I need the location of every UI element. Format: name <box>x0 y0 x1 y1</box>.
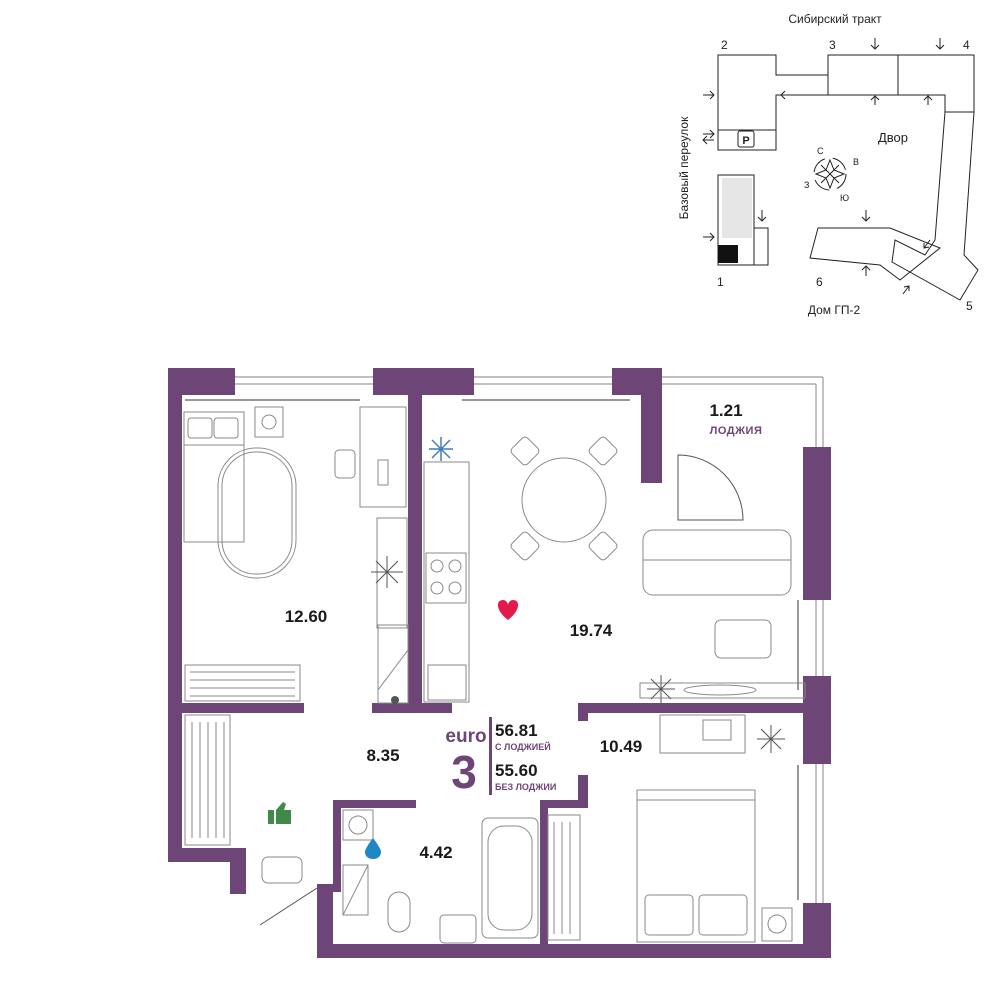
badge-divider <box>489 717 492 795</box>
section-number-4: 4 <box>963 38 970 52</box>
radiator <box>184 664 301 702</box>
coffee-table <box>714 619 772 659</box>
room-area-bedroom-2: 10.49 <box>600 737 643 756</box>
building-block-left <box>717 54 975 151</box>
section-number-6: 6 <box>816 275 823 289</box>
desk <box>659 714 746 754</box>
arrow-icon <box>861 265 871 276</box>
parking-icon <box>737 130 755 148</box>
arrow-icon <box>757 210 767 222</box>
loggia-label: ЛОДЖИЯ <box>710 425 763 437</box>
nightstand <box>254 406 284 438</box>
tv-stand <box>639 682 806 699</box>
dining-table <box>521 457 607 543</box>
bed <box>636 789 756 943</box>
street-top-label: Сибирский тракт <box>788 12 882 26</box>
section-number-2: 2 <box>721 38 728 52</box>
sofa <box>642 529 792 596</box>
house-label: Дом ГП-2 <box>808 303 861 317</box>
bedroom-2-furniture <box>636 714 793 943</box>
living-kitchen-furniture <box>423 436 806 703</box>
plant-icon <box>371 556 403 588</box>
rooms-count: 3 <box>451 746 477 798</box>
arrow-icon <box>923 239 931 249</box>
compass-east: В <box>853 157 859 167</box>
arrow-icon <box>703 232 715 242</box>
current-apartment-marker <box>718 245 738 263</box>
arrow-icon <box>861 210 871 222</box>
kitchen-counter <box>423 461 470 703</box>
arrow-icon <box>870 95 880 105</box>
building-block-right <box>891 111 979 301</box>
arrow-icon <box>902 285 910 295</box>
closet-box <box>377 624 409 704</box>
hallway-furniture <box>184 714 303 884</box>
euro-prefix: euro <box>445 726 486 747</box>
heart-icon <box>497 600 519 620</box>
bathtub <box>481 817 539 939</box>
site-plan: Сибирский тракт Базовый переулок Двор До… <box>677 12 979 317</box>
section-number-5: 5 <box>966 299 973 313</box>
bedroom-1-furniture <box>183 406 409 704</box>
courtyard-label: Двор <box>878 130 908 145</box>
washbasin <box>439 914 477 944</box>
plant-icon <box>647 675 675 703</box>
compass-south: Ю <box>840 193 849 203</box>
plant-icon <box>757 725 785 753</box>
total-with-loggia-caption: С ЛОДЖИЕЙ <box>495 741 551 752</box>
bathroom-furniture <box>342 809 581 944</box>
room-area-hallway: 8.35 <box>366 746 399 765</box>
radiator <box>547 814 581 941</box>
doors <box>259 454 744 926</box>
thumbs-up-icon <box>268 802 291 824</box>
compass-icon <box>813 157 847 191</box>
wardrobe <box>376 517 408 629</box>
total-without-loggia-caption: БЕЗ ЛОДЖИИ <box>495 782 556 792</box>
shelf <box>342 864 369 916</box>
arrow-icon <box>923 95 933 105</box>
bed <box>183 411 245 543</box>
rug <box>217 447 297 579</box>
room-area-living-kitchen: 19.74 <box>570 621 613 640</box>
total-without-loggia: 55.60 <box>495 761 538 780</box>
chair <box>334 449 356 479</box>
total-with-loggia: 56.81 <box>495 721 538 740</box>
snowflake-icon <box>429 437 453 461</box>
parking-letter: P <box>742 135 749 147</box>
arrow-icon <box>870 38 880 50</box>
walls <box>168 368 831 958</box>
room-area-loggia: 1.21 <box>709 401 742 420</box>
shoe-rack <box>261 856 303 884</box>
toilet <box>387 891 411 933</box>
desk <box>359 406 407 508</box>
arrow-icon <box>703 129 715 139</box>
window-lines <box>235 376 824 903</box>
room-area-bedroom-1: 12.60 <box>285 607 328 626</box>
arrow-icon <box>702 135 714 145</box>
arrow-icon <box>780 90 792 100</box>
entry-arrows <box>702 38 945 295</box>
section-number-3: 3 <box>829 38 836 52</box>
washing-machine <box>342 809 374 841</box>
stove <box>425 552 467 604</box>
street-left-label: Базовый переулок <box>677 116 691 219</box>
arrow-icon <box>935 38 945 50</box>
washing-machine <box>761 907 793 942</box>
section-number-1: 1 <box>717 275 724 289</box>
sink <box>427 664 467 701</box>
compass-north: С <box>817 146 824 156</box>
floor-plan: 12.60 19.74 1.21 ЛОДЖИЯ 8.35 4.42 10.49 … <box>168 368 831 958</box>
current-section-highlight <box>722 178 752 238</box>
building-block-bottom <box>809 227 941 281</box>
compass-west: З <box>804 180 809 190</box>
water-drop-icon <box>365 838 381 859</box>
room-area-bathroom: 4.42 <box>419 843 452 862</box>
arrow-icon <box>703 90 715 100</box>
radiator <box>184 714 231 846</box>
